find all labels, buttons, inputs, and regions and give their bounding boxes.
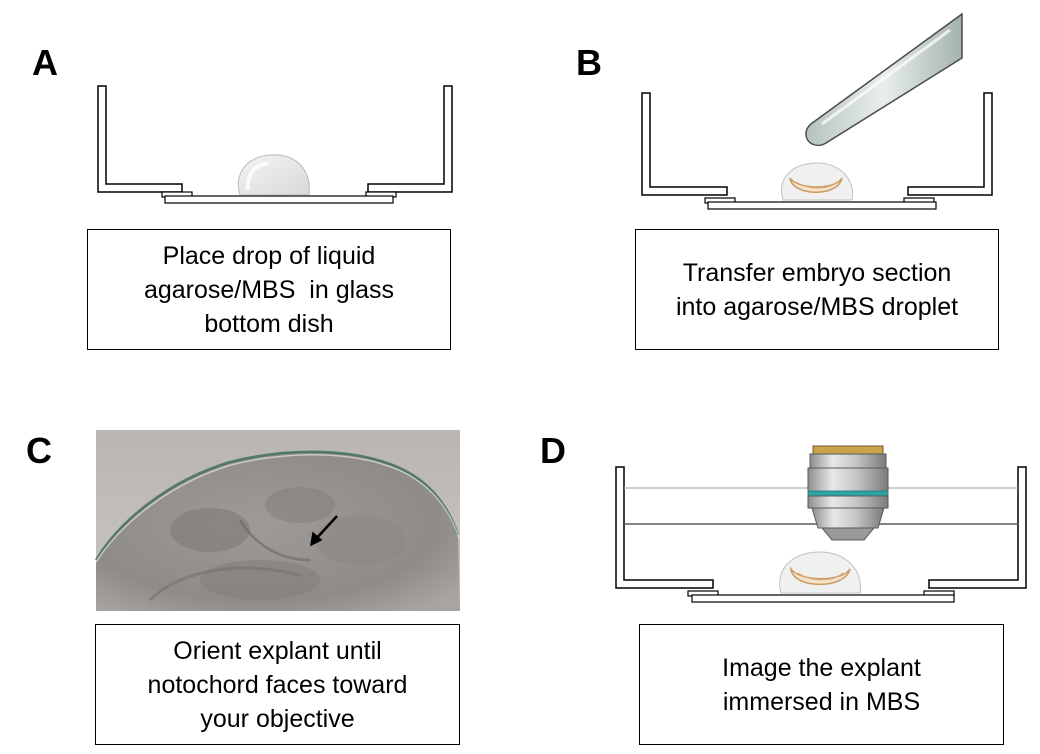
panel-a-label: A <box>32 42 58 83</box>
pipette-icon <box>805 12 963 147</box>
caption-a-line-1: Place drop of liquid <box>162 241 376 270</box>
panel-a-dish <box>97 85 453 204</box>
caption-box-a: Place drop of liquid agarose/MBS in glas… <box>87 229 451 350</box>
explant-micrograph <box>94 430 460 611</box>
caption-b-line-1: Transfer embryo section <box>682 258 952 287</box>
caption-d-line-2: immersed in MBS <box>722 687 921 716</box>
caption-box-b: Transfer embryo section into agarose/MBS… <box>635 229 999 350</box>
caption-d-line-1: Image the explant <box>722 653 921 682</box>
caption-box-c: Orient explant until notochord faces tow… <box>95 624 460 745</box>
panel-d-dish <box>615 466 1027 603</box>
arrow-icon <box>310 515 338 547</box>
immersed-explant-icon <box>779 551 862 594</box>
caption-a-line-2: agarose/MBS in glass <box>143 275 395 304</box>
panel-b-label: B <box>576 42 602 83</box>
caption-c-line-1: Orient explant until <box>173 636 382 665</box>
liquid-drop-icon <box>237 154 310 196</box>
panel-b-dish <box>641 92 993 210</box>
caption-c-line-3: your objective <box>200 704 355 733</box>
microscope-objective-icon <box>807 445 889 541</box>
caption-b-line-2: into agarose/MBS droplet <box>675 292 959 321</box>
caption-a-line-3: bottom dish <box>204 309 334 338</box>
droplet-with-section-icon <box>781 162 854 201</box>
panel-d-label: D <box>540 430 566 471</box>
caption-box-d: Image the explant immersed in MBS <box>639 624 1004 745</box>
caption-c-line-2: notochord faces toward <box>147 670 408 699</box>
panel-c-label: C <box>26 430 52 471</box>
